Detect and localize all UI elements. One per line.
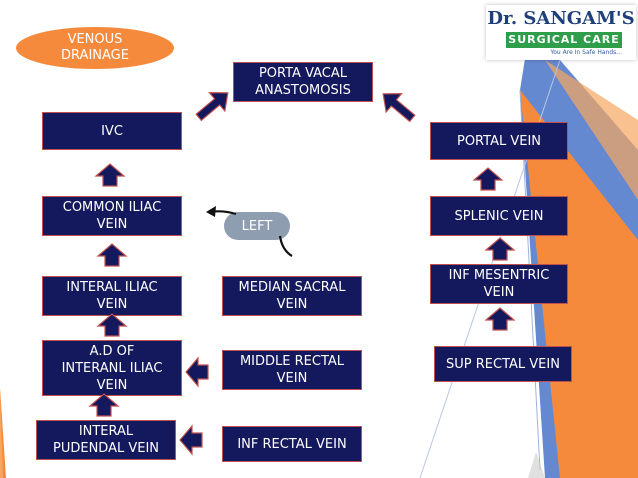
- node-middle-rectal-vein: MIDDLE RECTAL VEIN: [222, 350, 362, 390]
- node-common-iliac-vein: COMMON ILIAC VEIN: [42, 196, 182, 236]
- node-interal-iliac-vein: INTERAL ILIAC VEIN: [42, 276, 182, 316]
- node-inf-rectal-vein: INF RECTAL VEIN: [222, 426, 362, 462]
- logo-name: Dr. SANGAM'S: [487, 8, 635, 29]
- node-ivc: IVC: [42, 112, 182, 150]
- node-interal-pudendal-vein: INTERAL PUDENDAL VEIN: [36, 420, 176, 460]
- node-portal-vein: PORTAL VEIN: [430, 122, 568, 160]
- node-porta-vacal-anastomosis: PORTA VACAL ANASTOMOSIS: [233, 62, 373, 102]
- node-sup-rectal-vein: SUP RECTAL VEIN: [434, 346, 572, 382]
- node-splenic-vein: SPLENIC VEIN: [430, 196, 568, 236]
- node-inf-mesentric-vein: INF MESENTRIC VEIN: [430, 264, 568, 304]
- logo: Dr. SANGAM'S SURGICAL CARE You Are In Sa…: [486, 5, 636, 60]
- node-median-sacral-vein: MEDIAN SACRAL VEIN: [222, 276, 362, 316]
- logo-tagline: You Are In Safe Hands...: [550, 49, 622, 56]
- logo-subtitle: SURGICAL CARE: [506, 32, 622, 48]
- left-label: LEFT: [224, 212, 290, 240]
- node-ad-of-interanl-iliac-vein: A.D OF INTERANL ILIAC VEIN: [42, 340, 182, 396]
- title-oval: VENOUS DRAINAGE: [16, 27, 174, 69]
